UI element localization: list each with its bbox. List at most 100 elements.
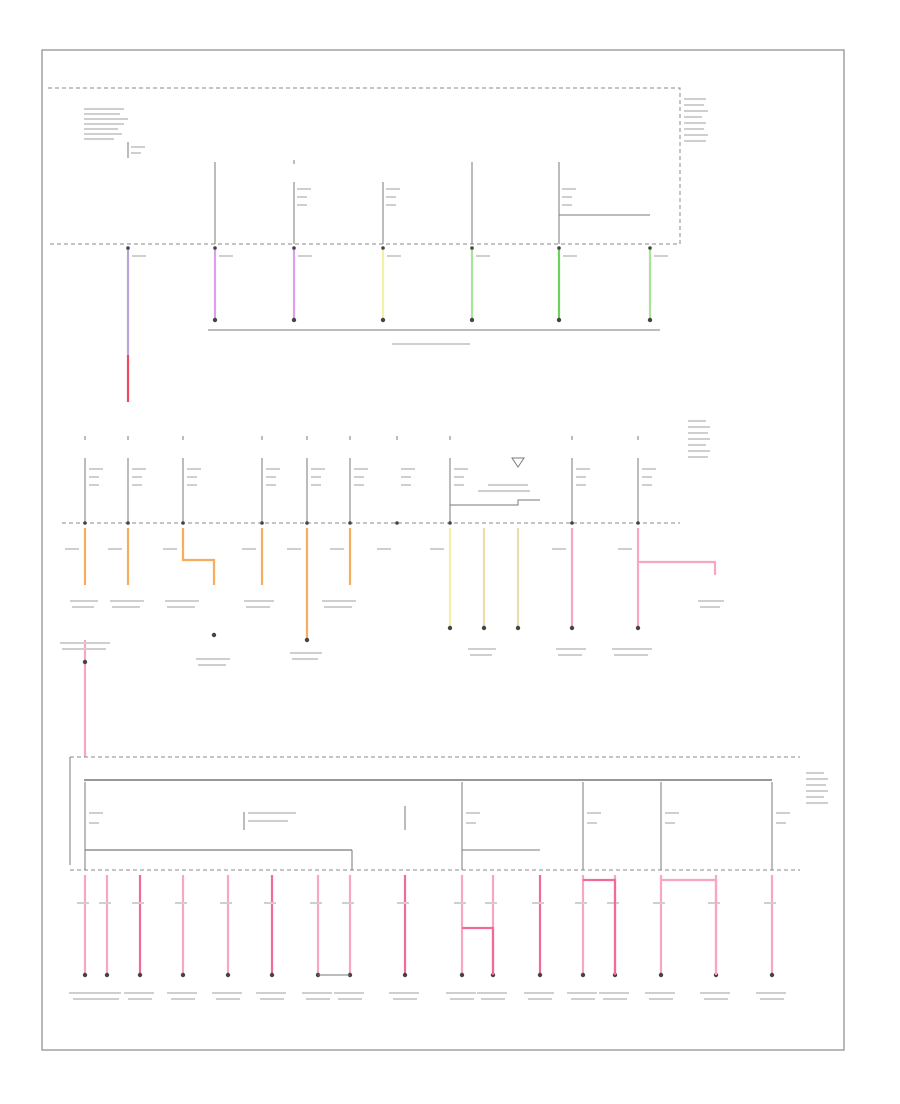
wire-orange-3 xyxy=(181,528,216,585)
mid-fuse-5 xyxy=(287,436,325,550)
load-label-2-line2 xyxy=(112,606,140,608)
fuse-rating-text xyxy=(401,468,415,470)
bottom-wire-code-17 xyxy=(764,902,776,904)
load-label-9-line2 xyxy=(614,654,648,656)
middle-module-label-block xyxy=(688,420,710,458)
fuse-amp-text xyxy=(311,476,321,478)
bottom-load-label-14-line2 xyxy=(603,998,627,1000)
bottom-relay-label-2 xyxy=(248,820,288,822)
wire-code-text xyxy=(618,548,632,550)
bottom-wire-code-5 xyxy=(220,902,232,904)
bottom-load-label-12-line2 xyxy=(528,998,552,1000)
bottom-load-label-11 xyxy=(477,992,507,994)
fuse-id-text xyxy=(187,484,197,486)
load-label-4 xyxy=(244,600,274,602)
bottom-ground-5 xyxy=(225,972,231,978)
bottom-load-label-2 xyxy=(91,992,121,994)
bottom-load-label-10 xyxy=(446,992,476,994)
top-fuse-module xyxy=(48,87,708,245)
load-label-7 xyxy=(468,648,496,650)
bottom-wire-code-7 xyxy=(310,902,322,904)
bottom-load-label-4 xyxy=(167,992,197,994)
fuse-id-text xyxy=(311,484,321,486)
mid-ground-4 xyxy=(569,625,575,631)
mid-splice xyxy=(181,521,185,525)
bottom-fuse-rating-2 xyxy=(466,812,480,814)
mid-ground-2 xyxy=(481,625,487,631)
fuse-amp-text xyxy=(576,476,586,478)
bottom-fuse-module xyxy=(69,756,828,871)
bottom-wire-code-12 xyxy=(532,902,544,904)
fuse-rating-text xyxy=(187,468,201,470)
bottom-load-label-7 xyxy=(302,992,332,994)
top-fuse-2 xyxy=(293,160,311,244)
bottom-load-label-1-line2 xyxy=(73,998,97,1000)
bottom-load-label-7-line2 xyxy=(306,998,330,1000)
wire-code-text xyxy=(65,548,79,550)
bottom-wire-code-13 xyxy=(575,902,587,904)
bottom-ground-15 xyxy=(658,972,664,978)
right-module-label-block xyxy=(684,98,708,142)
relay-label-text xyxy=(488,484,528,486)
bottom-load-label-3-line2 xyxy=(128,998,152,1000)
bottom-branch-3 xyxy=(661,878,718,975)
bottom-load-label-4-line2 xyxy=(171,998,195,1000)
top-module-label-block xyxy=(84,108,128,140)
fuse-amp-text xyxy=(89,476,99,478)
fuse-amp-text xyxy=(401,476,411,478)
load-label-4-line2 xyxy=(246,606,270,608)
bottom-fuse-rating-5 xyxy=(776,812,790,814)
load-label-7-line2 xyxy=(470,654,492,656)
bottom-load-label-15 xyxy=(645,992,675,994)
bottom-load-label-6 xyxy=(256,992,286,994)
load-label-6-line2 xyxy=(324,606,352,608)
bottom-load-label-2-line2 xyxy=(95,998,119,1000)
load-label-2 xyxy=(110,600,144,602)
bottom-load-label-1 xyxy=(69,992,99,994)
load-label-8-line2 xyxy=(558,654,582,656)
mid-splice xyxy=(448,521,452,525)
fuse-amp-text xyxy=(354,476,364,478)
bottom-relay-label xyxy=(248,812,296,814)
bottom-ground-1 xyxy=(82,972,88,978)
bottom-wire-code-11 xyxy=(485,902,497,904)
bottom-ground-4 xyxy=(180,972,186,978)
bottom-fuse-amp-2 xyxy=(466,822,476,824)
fuse-amp-text xyxy=(132,476,142,478)
wire-code-text xyxy=(377,548,391,550)
mid-fuse-3 xyxy=(163,436,201,550)
wire-code-text xyxy=(552,548,566,550)
load-label-5-line2 xyxy=(292,658,318,660)
bottom-load-label-17-line2 xyxy=(760,998,784,1000)
bottom-fuse-amp-1 xyxy=(89,822,99,824)
mid-splice xyxy=(260,521,264,525)
bottom-wire-code-9 xyxy=(397,902,409,904)
bottom-wire-code-6 xyxy=(264,902,276,904)
fuse-id-text xyxy=(89,484,99,486)
mid-ground-5 xyxy=(635,625,641,631)
mid-splice xyxy=(83,521,87,525)
fuse-rating-text xyxy=(576,468,590,470)
bottom-ground-9 xyxy=(402,972,408,978)
load-label-3-line2 xyxy=(167,606,195,608)
bottom-load-label-12 xyxy=(524,992,554,994)
top-fuse-4 xyxy=(558,162,650,244)
mid-fuse-7 xyxy=(377,436,415,550)
bottom-wire-code-3 xyxy=(132,902,144,904)
bottom-load-label-5 xyxy=(212,992,242,994)
bottom-ground-6 xyxy=(269,972,275,978)
mid-relay xyxy=(450,457,540,506)
bottom-ground-10 xyxy=(459,972,465,978)
bottom-ground-17 xyxy=(769,972,775,978)
bottom-load-label-14 xyxy=(599,992,629,994)
bottom-load-label-5-line2 xyxy=(216,998,240,1000)
load-label-1 xyxy=(70,600,98,602)
mid-splice xyxy=(636,521,640,525)
bottom-branch-2 xyxy=(583,878,617,975)
mid-splice xyxy=(570,521,574,525)
mid-fuse-6 xyxy=(330,436,368,550)
fuse-rating-text xyxy=(266,468,280,470)
bottom-ground-3 xyxy=(137,972,143,978)
fuse-rating-text xyxy=(132,468,146,470)
